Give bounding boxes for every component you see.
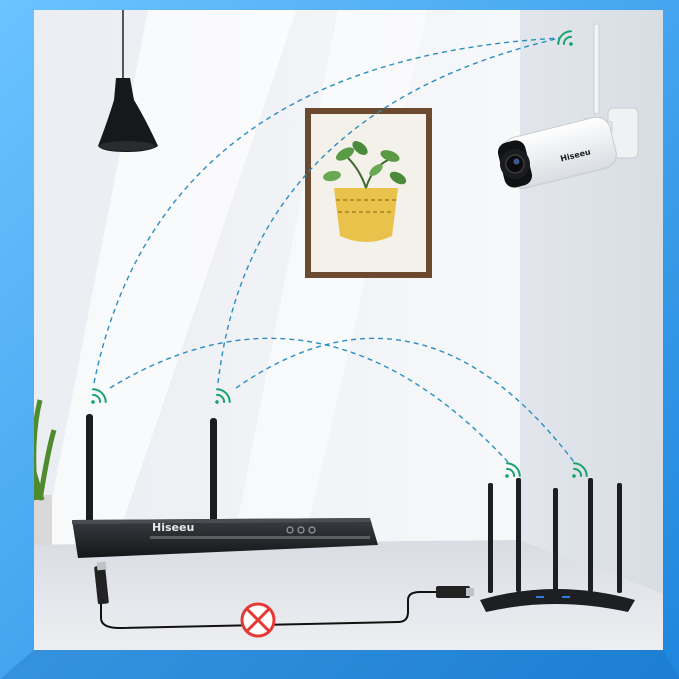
framed-picture [305, 108, 432, 278]
blue-frame-shadow [0, 650, 679, 679]
wifi-signal-icon [557, 30, 573, 46]
wifi-signal-icon [91, 388, 107, 404]
nvr-brand-label: Hiseeu [152, 521, 194, 534]
wifi-signal-icon [215, 388, 231, 404]
floor [0, 540, 679, 679]
pendant-lamp [98, 0, 158, 152]
ethernet-cable [94, 561, 474, 630]
wifi-signal-icon [505, 462, 521, 478]
no-wire-icon [240, 602, 276, 638]
nvr-recorder: Hiseeu [72, 414, 378, 558]
light-beam [40, 0, 300, 560]
security-camera: Hiseeu [497, 23, 639, 189]
wifi-signal-icon [572, 462, 588, 478]
wireless-links [93, 37, 575, 463]
wifi-router [480, 478, 635, 612]
